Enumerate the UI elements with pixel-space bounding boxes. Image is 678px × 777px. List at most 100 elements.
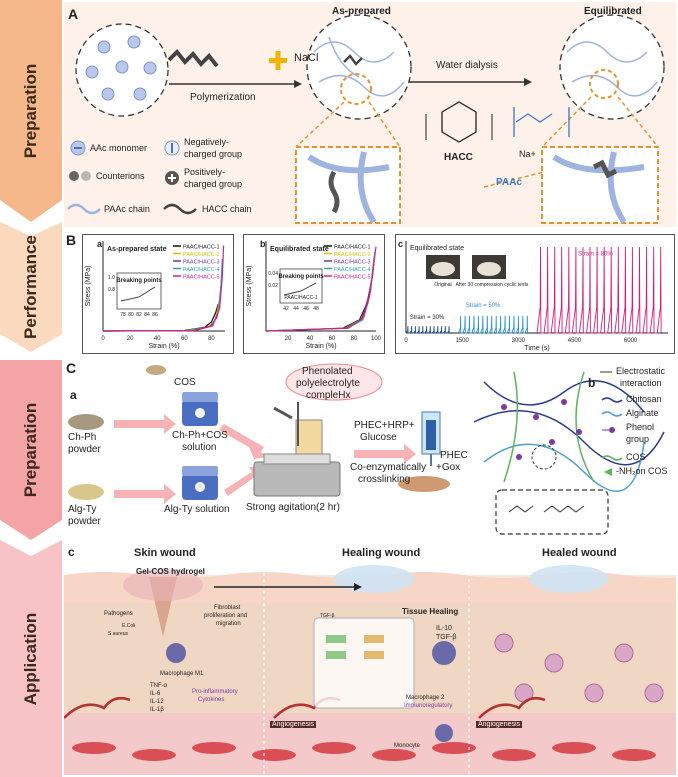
legend-hacc-chain: HACC chain [202, 204, 252, 214]
series-line-5 [265, 246, 377, 332]
macrophage-2-2: Immunoregulatory [404, 703, 453, 709]
series-line-1 [405, 326, 450, 334]
x-tick-label: 80 [351, 336, 358, 342]
series-line-2 [457, 315, 528, 334]
legend-entry-2: PAAC/HACC-2 [334, 252, 371, 258]
legend-entry-2: PAAC/HACC-2 [183, 252, 220, 258]
photo-label-original: Original [434, 282, 451, 288]
series-line-3 [536, 246, 662, 334]
inset-x-tick: 86 [152, 312, 158, 318]
sidebar-performance: Performance [0, 222, 62, 352]
ecoli-label: E.Coli [122, 623, 136, 629]
alg-ty-solution: Alg-Ty solution [164, 504, 230, 515]
inset-title: Breaking points [278, 274, 324, 280]
inset-x-tick: 42 [283, 306, 289, 312]
legend-paac-chain: PAAc chain [104, 204, 150, 214]
x-axis-label: Strain (%) [148, 343, 179, 350]
inset-x-tick: 48 [313, 306, 319, 312]
angiogenesis-label-2: Angiogenesis [476, 721, 523, 728]
alg-ty-powder-2: powder [68, 516, 101, 527]
x-tick-label: 40 [307, 336, 314, 342]
panel-a-label: A [68, 6, 79, 22]
legend-phenol-2: group [626, 434, 650, 444]
inset-y-tick: 0.02 [268, 283, 278, 289]
legend-positively-charged-2: charged group [184, 179, 243, 189]
tgfb-label: TGF-β [320, 613, 335, 619]
x-tick-label: 4500 [568, 338, 582, 344]
legend-electrostatic-1: Electrostatic [616, 366, 666, 376]
tissue-healing-label: Tissue Healing [402, 607, 459, 616]
panel-c-top: C a b COS Ch-Ph powder Ch-Ph+COS solutio… [64, 360, 676, 540]
inset-x-tick: 78 [120, 312, 126, 318]
panel-c-sub-a: a [70, 388, 77, 402]
sidebar-label-preparation-top: Preparation [21, 63, 40, 159]
legend-entry-3: PAAC/HACC-3 [334, 260, 371, 266]
photo-original-gel [431, 262, 455, 276]
legend-entry-3: PAAC/HACC-3 [183, 260, 220, 266]
angiogenesis-label-1: Angiogenesis [270, 721, 317, 728]
chart-title: Equilibrated state [270, 246, 329, 253]
sidebar-label-application: Application [21, 612, 40, 705]
chart-title: As-prepared state [107, 246, 167, 253]
monocyte-label: Monocyte [394, 743, 421, 749]
strain-label-30: Strain = 30% [410, 315, 445, 321]
x-axis-label: Time (s) [524, 345, 549, 352]
panel-c-label: C [66, 360, 77, 376]
subpanel-letter: b [260, 239, 266, 249]
x-tick-label: 1500 [455, 338, 469, 344]
x-tick-label: 0 [404, 338, 408, 344]
pathogens-label: Pathogens [104, 611, 133, 617]
inset-x-tick: 82 [136, 312, 142, 318]
co-enzymatic-2: crosslinking [358, 474, 411, 485]
fibroblast-3: migration [216, 621, 241, 627]
y-axis-label: Stress (MPa) [85, 266, 92, 307]
inset-box [279, 268, 323, 304]
strain-label-80: Strain = 80% [578, 252, 613, 258]
x-tick-label: 60 [181, 336, 188, 342]
healed-wound-label: Healed wound [542, 547, 617, 559]
alg-ty-powder-1: Alg-Ty [68, 504, 97, 515]
sidebar-label-preparation-bottom: Preparation [21, 402, 40, 498]
subpanel-letter: c [398, 239, 403, 249]
legend-entry-1: PAAC/HACC-1 [183, 245, 220, 251]
x-tick-label: 60 [329, 336, 336, 342]
saureus-label: S.aureus [108, 631, 129, 637]
strain-label-50: Strain = 50% [466, 303, 501, 309]
legend-entry-5: PAAC/HACC-5 [334, 275, 371, 281]
paac-label: PAAc [496, 177, 522, 188]
phec-hrp-1: PHEC+HRP+ [354, 420, 415, 431]
phec-hrp-2: Glucose [360, 432, 397, 443]
il1b-label: IL-1β [150, 707, 164, 713]
skin-wound-label: Skin wound [134, 547, 196, 559]
x-tick-label: 40 [154, 336, 161, 342]
inset-curve [283, 282, 317, 296]
inset-x-tick: 80 [128, 312, 134, 318]
water-dialysis-label: Water dialysis [436, 60, 498, 71]
legend-negatively-charged-1: Negatively- [184, 137, 230, 147]
pro-inflam-1: Pro-inflammatory [192, 689, 238, 695]
macrophage-m1-label: Macrophage M1 [160, 671, 204, 677]
legend-positively-charged-1: Positively- [184, 167, 226, 177]
inset-title: Breaking points [116, 278, 162, 284]
legend-chitosan: Chitosan [626, 394, 662, 404]
as-prepared-label: As-prepared [332, 6, 391, 17]
pro-inflam-2: Cytokines [198, 697, 225, 703]
inset-x-tick: 46 [303, 306, 309, 312]
legend-entry-5: PAAC/HACC-5 [183, 275, 220, 281]
panel-b-label: B [66, 232, 77, 248]
tnf-label: TNF-α [150, 683, 168, 689]
x-axis-label: Strain (%) [305, 343, 336, 350]
x-tick-label: 6000 [624, 338, 638, 344]
photo-label-after: After 30 compression cyclic tests [456, 282, 529, 288]
panel-c-wound: c Skin wound Healing wound Healed wound … [64, 543, 676, 775]
ch-ph-powder-1: Ch-Ph [68, 432, 97, 443]
inset-y-tick: 0.04 [268, 271, 278, 277]
phec-gox-1: PHEC [440, 450, 468, 461]
fibroblast-2: proliferation and [204, 613, 248, 619]
inset-x-tick: 44 [293, 306, 299, 312]
il6-label: IL-6 [150, 691, 161, 697]
